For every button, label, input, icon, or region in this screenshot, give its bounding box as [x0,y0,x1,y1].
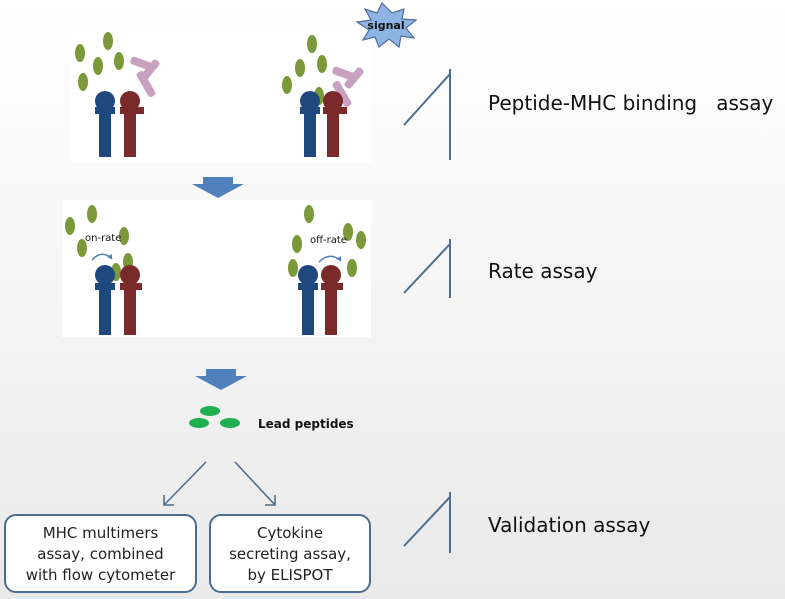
down-arrow-1 [192,177,244,198]
signal-burst [355,1,418,49]
signal-label: signal [367,19,404,32]
peptide-cluster-offrate [288,205,366,277]
cytokine-line-3: by ELISPOT [247,566,333,584]
mhc-multimers-line-1: MHC multimers [42,524,159,542]
cytokine-box: Cytokine secreting assay, by ELISPOT [209,514,371,593]
branch-arrows [163,461,276,506]
down-arrow-2 [195,369,247,390]
mhc-multimers-line-3: with flow cytometer [25,566,176,584]
mhc-multimers-box: MHC multimers assay, combined with flow … [4,514,197,593]
cytokine-line-1: Cytokine [257,524,323,542]
mhc-molecule-left [95,91,144,157]
binding-assay-label: Peptide-MHC binding assay [488,91,774,115]
lead-peptide-ellipses [189,406,240,428]
bracket-markers [403,69,451,553]
mhc-molecule-onrate [95,265,142,335]
peptide-cluster-left [75,32,124,91]
lead-peptides-label: Lead peptides [258,417,354,431]
mhc-molecule-right [300,91,347,157]
antibody-right [332,66,364,108]
validation-assay-label: Validation assay [488,513,651,537]
off-rate-label: off-rate [310,235,347,246]
cytokine-line-2: secreting assay, [229,545,351,563]
rate-assay-label: Rate assay [488,259,598,283]
mhc-multimers-line-2: assay, combined [37,545,164,563]
antibody-left [130,56,160,98]
mhc-molecule-offrate [298,265,343,335]
on-rate-label: on-rate [85,233,121,244]
